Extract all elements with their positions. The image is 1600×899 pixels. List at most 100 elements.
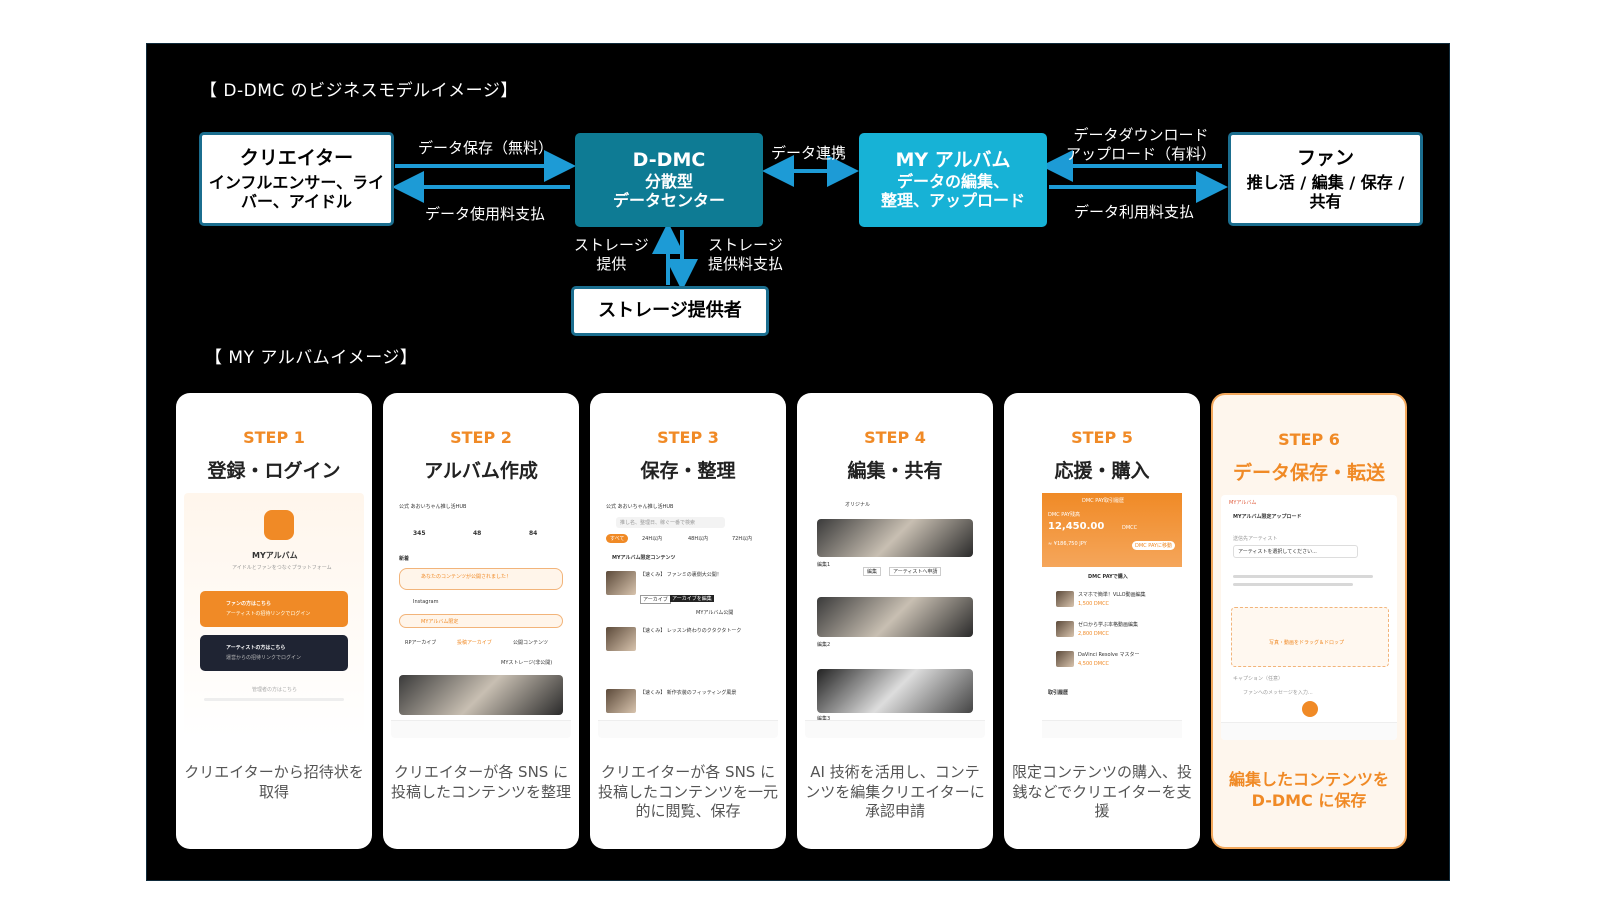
filter-48h[interactable]: 48H以内 <box>688 536 709 542</box>
step-description: クリエイターが各 SNS に投稿したコンテンツを整理 <box>390 763 571 801</box>
admin-link[interactable]: 管理者の方はこちら <box>252 687 298 693</box>
step-number: STEP 2 <box>450 428 512 447</box>
edit-photo-2 <box>817 597 973 637</box>
stat-1: 345 <box>413 530 426 537</box>
node-creator-sub: インフルエンサー、ライバー、アイドル <box>208 172 385 211</box>
stat-2: 48 <box>473 530 482 537</box>
artist-login-label: アーティストの方はこちら <box>226 645 286 651</box>
node-fan-sub: 推し活 / 編集 / 保存 / 共有 <box>1246 172 1405 211</box>
label-upload: アップロード（有料） <box>1066 144 1217 163</box>
step-description: 限定コンテンツの購入、投銭などでクリエイターを支援 <box>1011 763 1192 820</box>
edit-label-3: 編集3 <box>817 716 831 722</box>
bottom-nav <box>598 720 778 738</box>
content-item-1[interactable]: 【速くみ】 ファンミの裏側大公開！ <box>640 572 722 578</box>
content-thumb <box>606 689 636 713</box>
fan-login-sub: アーティストの招待リンクでログイン <box>226 611 311 617</box>
pay-header-bg <box>1042 493 1182 567</box>
history-heading: 取引履歴 <box>1048 690 1069 696</box>
balance-label: DMC PAY残高 <box>1048 512 1081 518</box>
notice-limited[interactable] <box>399 614 563 628</box>
label-use-fee: データ利用料支払 <box>1074 203 1195 221</box>
step-title: 編集・共有 <box>847 460 943 482</box>
step-number: STEP 4 <box>864 428 926 447</box>
step-number: STEP 1 <box>243 428 305 447</box>
filter-24h[interactable]: 24H以内 <box>642 536 663 542</box>
edit-button[interactable]: 編集 <box>863 567 882 576</box>
public-label: MYアルバム公開 <box>696 610 734 616</box>
step-description: 編集したコンテンツを D-DMC に保存 <box>1228 770 1389 810</box>
node-creator: クリエイター インフルエンサー、ライバー、アイドル <box>199 132 394 226</box>
notice-public[interactable] <box>399 568 563 590</box>
notice-instagram: Instagram <box>413 599 439 605</box>
bottom-nav <box>1221 722 1397 740</box>
node-storage: ストレージ提供者 <box>571 286 769 336</box>
archive-edit-button[interactable]: アーカイブを編集 <box>670 595 714 602</box>
screenshot-album: 公式 あおいちゃん推し活HUB 345 48 84 新着 あなたのコンテンツが公… <box>391 493 571 738</box>
step-number: STEP 3 <box>657 428 719 447</box>
content-item-3[interactable]: 【速くみ】 新作衣装のフィッティング風景 <box>640 690 737 696</box>
upload-fab[interactable] <box>1302 701 1318 717</box>
edit-photo-3 <box>817 669 973 713</box>
buy-heading: DMC PAYで購入 <box>1088 574 1128 580</box>
product-1-price: 1,500 DMCC <box>1078 601 1110 607</box>
tab-public[interactable]: 公開コンテンツ <box>513 640 549 646</box>
edit-photo-1 <box>817 519 973 557</box>
move-button[interactable]: DMC PAYに移動 <box>1132 541 1176 550</box>
node-ddmc-sub2: データセンター <box>612 191 725 211</box>
label-storage-fee-2: 提供料支払 <box>708 254 784 273</box>
label-usage-fee: データ使用料支払 <box>425 205 546 223</box>
step-card-3: STEP 3 保存・整理 公式 あおいちゃん推し活HUB 推し名、整理日、稼ぐ一… <box>590 393 786 849</box>
product-thumb <box>1056 651 1074 667</box>
step-card-5: STEP 5 応援・購入 DMC PAY取引履歴 DMC PAY残高 12,45… <box>1004 393 1200 849</box>
product-3-price: 4,500 DMCC <box>1078 661 1110 667</box>
screenshot-edit: オリジナル 編集1 編集 アーティストへ申請 編集2 編集3 <box>805 493 985 738</box>
balance-unit: DMCC <box>1122 525 1138 531</box>
to-artist-button[interactable]: アーティストへ申請 <box>889 567 942 576</box>
search-box[interactable]: 推し名、整理日、稼ぐ一番で検索 <box>616 517 726 528</box>
label-link: データ連携 <box>771 144 847 162</box>
screenshot-login: MYアルバム アイドルとファンをつなぐプラットフォーム ファンの方はこちら アー… <box>184 493 364 738</box>
step-title: 保存・整理 <box>640 460 736 482</box>
storage-button[interactable]: MYストレージ(非公開) <box>501 660 553 666</box>
node-myalbum-title: MY アルバム <box>895 149 1011 172</box>
node-storage-title: ストレージ提供者 <box>598 300 742 322</box>
node-ddmc: D-DMC 分散型 データセンター <box>575 133 763 227</box>
step-card-4: STEP 4 編集・共有 オリジナル 編集1 編集 アーティストへ申請 編集2 … <box>797 393 993 849</box>
tab-post-archive[interactable]: 投稿アーカイブ <box>457 640 492 646</box>
filter-72h[interactable]: 72H以内 <box>732 536 753 542</box>
content-thumb <box>606 571 636 595</box>
artist-login-sub: 運営からの招待リンクでログイン <box>226 655 302 661</box>
tab-rp-archive[interactable]: RPアーカイブ <box>405 640 437 646</box>
app-logo-icon <box>264 510 294 540</box>
upload-title: MYアルバム限定アップロード <box>1233 514 1302 520</box>
node-creator-title: クリエイター <box>239 146 354 169</box>
app-name: MYアルバム <box>252 551 298 560</box>
app-tagline: アイドルとファンをつなぐプラットフォーム <box>232 565 332 571</box>
archive-button[interactable]: アーカイブ <box>640 595 671 604</box>
bottom-nav <box>391 720 571 738</box>
step-number: STEP 6 <box>1278 430 1340 449</box>
node-myalbum-sub1: データの編集、 <box>896 172 1009 192</box>
drop-zone[interactable] <box>1231 607 1389 667</box>
step-title: 応援・購入 <box>1054 460 1150 482</box>
node-fan: ファン 推し活 / 編集 / 保存 / 共有 <box>1228 132 1423 226</box>
filter-all[interactable]: すべて <box>606 534 629 543</box>
node-ddmc-title: D-DMC <box>632 149 706 172</box>
edit-label-2: 編集2 <box>817 642 831 648</box>
node-fan-title: ファン <box>1296 146 1354 169</box>
product-2[interactable]: ゼロから学ぶ本格動画編集 <box>1078 622 1139 628</box>
product-3[interactable]: DaVinci Resolve マスター <box>1078 652 1140 658</box>
label-save-free: データ保存（無料） <box>418 139 554 157</box>
step-description: クリエイターが各 SNS に投稿したコンテンツを一元的に閲覧、保存 <box>597 763 778 820</box>
artist-login-button[interactable] <box>200 635 348 671</box>
fan-login-button[interactable] <box>200 591 348 627</box>
content-item-2[interactable]: 【速くみ】 レッスン終わりのクタクタトーク <box>640 628 742 634</box>
step-title: データ保存・転送 <box>1232 462 1385 484</box>
step-title: アルバム作成 <box>424 460 538 482</box>
caption-input[interactable]: ファンへのメッセージを入力... <box>1243 690 1313 696</box>
product-thumb <box>1056 621 1074 637</box>
artist-select[interactable]: アーティストを選択してください... <box>1233 545 1358 558</box>
business-model-title: 【 D-DMC のビジネスモデルイメージ】 <box>200 81 518 101</box>
album-photo <box>399 675 563 715</box>
product-1[interactable]: スマホで簡単！VLLO動画編集 <box>1078 592 1146 598</box>
